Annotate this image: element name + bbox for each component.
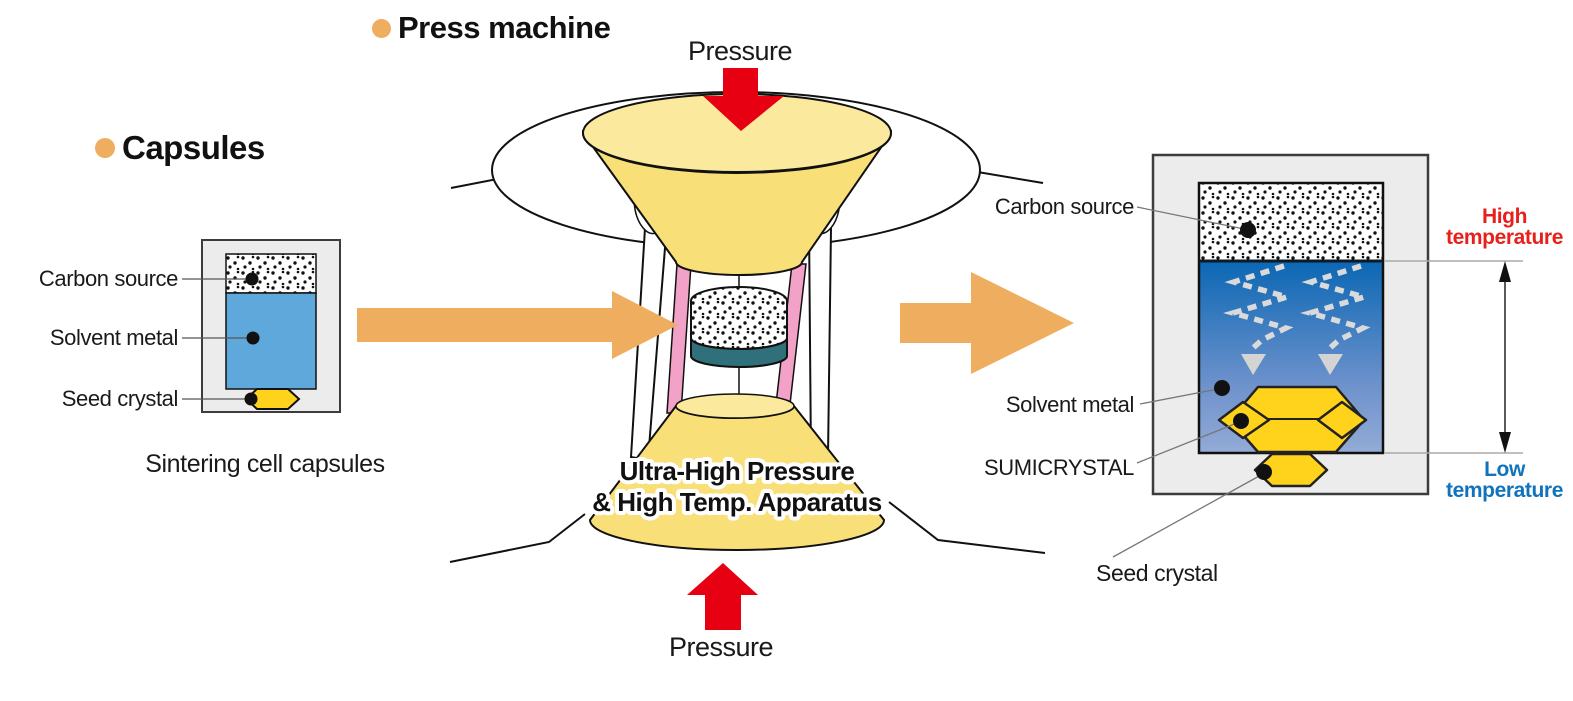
cutaway-line-lower-left: [449, 513, 586, 563]
right-carbon-source-label: Carbon source: [994, 194, 1135, 219]
pressure-top-label: Pressure: [687, 36, 793, 66]
press-cell-capsule: [690, 286, 788, 368]
leader-line: [1136, 206, 1245, 230]
leader-line: [1139, 388, 1219, 405]
press-machine: Ultra-High Pressure & High Temp. Apparat…: [449, 68, 1046, 630]
leader-dot: [245, 272, 259, 286]
leader-dot: [246, 331, 260, 345]
capsules-heading-label: Capsules: [122, 129, 265, 166]
left-capsule-diagram: [182, 239, 341, 413]
anvil-bottom-top-face: [675, 393, 795, 419]
leader-dot: [1256, 464, 1272, 480]
convection-arrows: [1223, 263, 1374, 352]
right-capsule-diagram: [1112, 153, 1523, 558]
left-carbon-source-label: Carbon source: [38, 266, 179, 291]
temp-arrowhead-up-icon: [1499, 261, 1511, 282]
right-seed-crystal-label: Seed crystal: [1096, 560, 1218, 586]
apparatus-label-line1: Ultra-High Pressure: [620, 456, 855, 486]
press-machine-heading: Press machine: [372, 10, 611, 46]
left-solvent-metal-label: Solvent metal: [49, 325, 178, 350]
low-temperature-label: Low temperature: [1446, 458, 1563, 502]
flow-arrow-left-icon: [357, 291, 678, 359]
right-solvent-metal-label: Solvent metal: [1005, 392, 1134, 417]
leader-dot: [1233, 413, 1249, 429]
sintering-cell-caption: Sintering cell capsules: [145, 450, 385, 478]
zigzag-arrow-right: [1300, 263, 1374, 352]
bullet-icon: [95, 138, 115, 158]
press-machine-heading-label: Press machine: [398, 10, 611, 45]
crystal-facet-right: [1316, 400, 1368, 440]
capsules-heading: Capsules: [95, 129, 265, 167]
sumicrystal-label: SUMICRYSTAL: [983, 455, 1134, 480]
left-seed-crystal-label: Seed crystal: [61, 386, 179, 411]
zigzag-arrow-left: [1223, 263, 1297, 352]
press-cell-seed-layer: [690, 337, 788, 368]
pressure-arrow-up-icon: [687, 563, 758, 630]
leader-dot: [1214, 380, 1230, 396]
press-column-right: [807, 221, 833, 462]
right-capsule-seed-crystal-shape: [1253, 452, 1329, 488]
pressure-bottom-label: Pressure: [668, 632, 774, 662]
high-temperature-label: High temperature: [1446, 205, 1563, 249]
zigzag-arrowhead-icon: [1318, 354, 1343, 375]
gasket-left: [666, 263, 692, 414]
zigzag-arrowhead-icon: [1241, 354, 1266, 375]
leader-dot: [1240, 222, 1256, 238]
left-capsule-carbon-region: [225, 253, 317, 294]
press-cell-carbon-layer: [690, 286, 788, 350]
cutaway-line-lower-right: [888, 501, 1046, 554]
apparatus-label-line2: & High Temp. Apparatus: [592, 487, 882, 517]
leader-dot: [244, 392, 258, 406]
pressure-arrow-down-icon: [703, 68, 784, 131]
sumicrystal-cluster: [1217, 385, 1368, 488]
right-capsule-carbon-region: [1199, 183, 1383, 261]
temp-arrowhead-down-icon: [1499, 432, 1511, 453]
leader-line: [1112, 474, 1262, 558]
leader-line: [1136, 422, 1238, 464]
left-capsule-solvent-region: [225, 292, 317, 390]
flow-arrow-right-icon: [900, 272, 1074, 374]
bullet-icon: [372, 18, 391, 38]
